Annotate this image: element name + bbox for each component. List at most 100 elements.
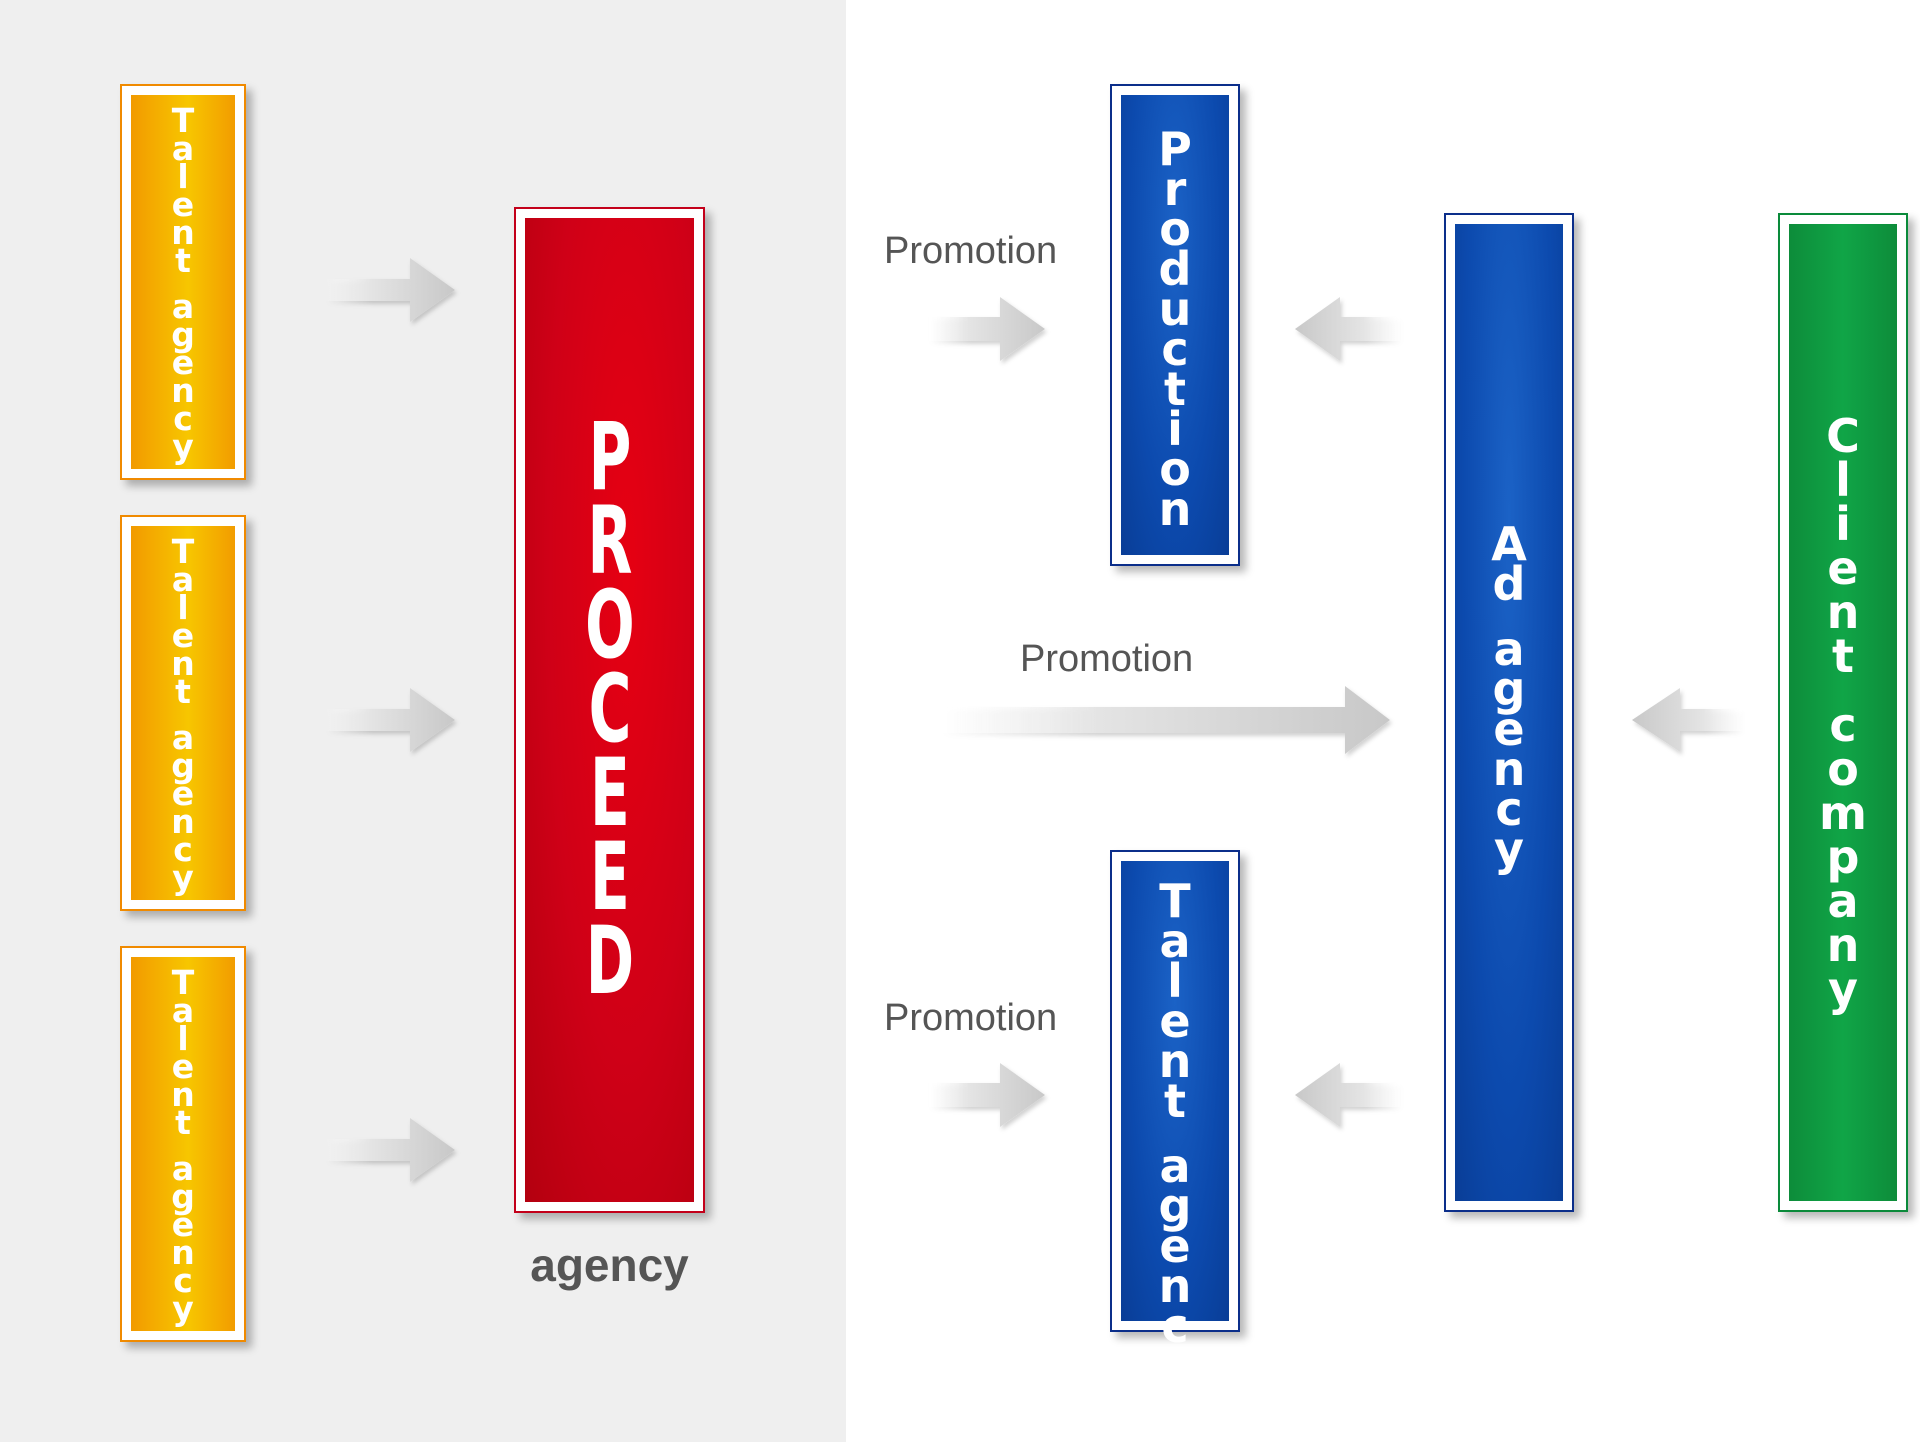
vertical-letter: y bbox=[1493, 822, 1524, 877]
vertical-letter: g bbox=[1158, 1179, 1192, 1234]
vertical-letter: l bbox=[177, 157, 189, 196]
vertical-letter: t bbox=[175, 1103, 191, 1142]
vertical-letter: n bbox=[171, 644, 195, 683]
vertical-letter: o bbox=[1827, 742, 1859, 797]
vertical-letter: l bbox=[177, 1019, 189, 1058]
vertical-letter: e bbox=[171, 1047, 195, 1086]
vertical-letter: n bbox=[171, 1075, 195, 1114]
vertical-letter: A bbox=[1491, 517, 1527, 571]
vertical-letter: n bbox=[1158, 1034, 1192, 1088]
arrow-promotion-talent bbox=[928, 1063, 1045, 1127]
vertical-letter: e bbox=[171, 185, 195, 224]
vertical-letter: d bbox=[1158, 242, 1192, 296]
arrow-promotion-adagency bbox=[940, 686, 1390, 754]
vertical-letter: e bbox=[171, 616, 195, 655]
vertical-letter: t bbox=[1164, 1074, 1186, 1128]
vertical-letter: n bbox=[1158, 482, 1192, 536]
vertical-letter: t bbox=[175, 241, 191, 280]
vertical-letter: t bbox=[1832, 628, 1854, 683]
vertical-letter: e bbox=[171, 1205, 195, 1245]
arrow-right-2 bbox=[325, 688, 455, 752]
vertical-letter: u bbox=[1158, 282, 1192, 336]
vertical-letter: i bbox=[1835, 496, 1851, 551]
vertical-letter: y bbox=[1828, 962, 1858, 1017]
vertical-letter: n bbox=[171, 802, 195, 842]
vertical-letter: y bbox=[172, 1289, 194, 1329]
vertical-letter: o bbox=[1159, 202, 1191, 256]
vertical-letter: g bbox=[1492, 662, 1526, 717]
arrow-left-to-adagency bbox=[1632, 688, 1742, 752]
promotion-label-3: Promotion bbox=[884, 997, 1058, 1039]
vertical-letter: n bbox=[1826, 584, 1860, 639]
vertical-letter: a bbox=[1827, 874, 1859, 929]
vertical-letter: n bbox=[1826, 918, 1860, 973]
vertical-letter: t bbox=[1164, 362, 1186, 416]
vertical-letter: a bbox=[171, 718, 195, 758]
vertical-letter: n bbox=[171, 1233, 195, 1273]
vertical-letter: c bbox=[173, 830, 193, 870]
vertical-letter: l bbox=[177, 588, 189, 627]
vertical-letter: m bbox=[1819, 786, 1867, 841]
vertical-letter: a bbox=[1159, 1139, 1191, 1194]
vertical-letter: T bbox=[171, 963, 195, 1002]
vertical-letter: T bbox=[1159, 874, 1191, 928]
vertical-letter: a bbox=[171, 129, 195, 168]
vertical-letter: e bbox=[1827, 540, 1859, 595]
promotion-label-2: Promotion bbox=[1020, 638, 1194, 680]
vertical-letter: T bbox=[171, 532, 195, 571]
vertical-letter: c bbox=[173, 1261, 193, 1301]
vertical-letter: d bbox=[1492, 557, 1526, 611]
proceed-caption: agency bbox=[530, 1239, 689, 1291]
vertical-letter: e bbox=[171, 774, 195, 814]
vertical-letter: R bbox=[587, 487, 632, 596]
vertical-letter: o bbox=[1159, 442, 1191, 496]
vertical-letter: a bbox=[171, 287, 195, 327]
vertical-letter: e bbox=[1159, 994, 1191, 1048]
arrow-left-to-talent bbox=[1295, 1063, 1400, 1127]
vertical-letter: t bbox=[175, 672, 191, 711]
arrow-right-3 bbox=[325, 1118, 455, 1182]
vertical-letter: g bbox=[171, 315, 195, 355]
vertical-letter: c bbox=[1829, 698, 1857, 753]
vertical-letter: e bbox=[1493, 702, 1525, 757]
vertical-letter: E bbox=[589, 739, 630, 848]
arrow-right-1 bbox=[325, 258, 455, 322]
vertical-letter: c bbox=[1161, 1299, 1189, 1354]
vertical-letter: i bbox=[1167, 402, 1183, 456]
vertical-letter: y bbox=[172, 427, 194, 467]
arrow-promotion-production bbox=[928, 297, 1045, 361]
vertical-letter: O bbox=[584, 571, 635, 680]
arrow-left-to-production bbox=[1295, 297, 1400, 361]
promotion-label-1: Promotion bbox=[884, 230, 1058, 272]
vertical-letter: n bbox=[171, 371, 195, 411]
vertical-letter: e bbox=[1159, 1219, 1191, 1274]
vertical-letter: l bbox=[1835, 452, 1851, 507]
vertical-letter: n bbox=[1158, 1259, 1192, 1314]
vertical-letter: E bbox=[589, 823, 630, 932]
vertical-letter: a bbox=[1493, 622, 1525, 677]
vertical-letter: p bbox=[1826, 830, 1860, 885]
vertical-letter: a bbox=[171, 560, 195, 599]
vertical-letter: P bbox=[1158, 122, 1192, 176]
vertical-letter: c bbox=[1161, 322, 1189, 376]
vertical-letter: n bbox=[1492, 742, 1526, 797]
vertical-letter: g bbox=[171, 746, 195, 786]
vertical-letter: a bbox=[1159, 914, 1191, 968]
vertical-letter: T bbox=[171, 101, 195, 140]
vertical-letter: c bbox=[173, 399, 193, 439]
vertical-letter: n bbox=[171, 213, 195, 252]
vertical-letter: r bbox=[1163, 162, 1187, 216]
